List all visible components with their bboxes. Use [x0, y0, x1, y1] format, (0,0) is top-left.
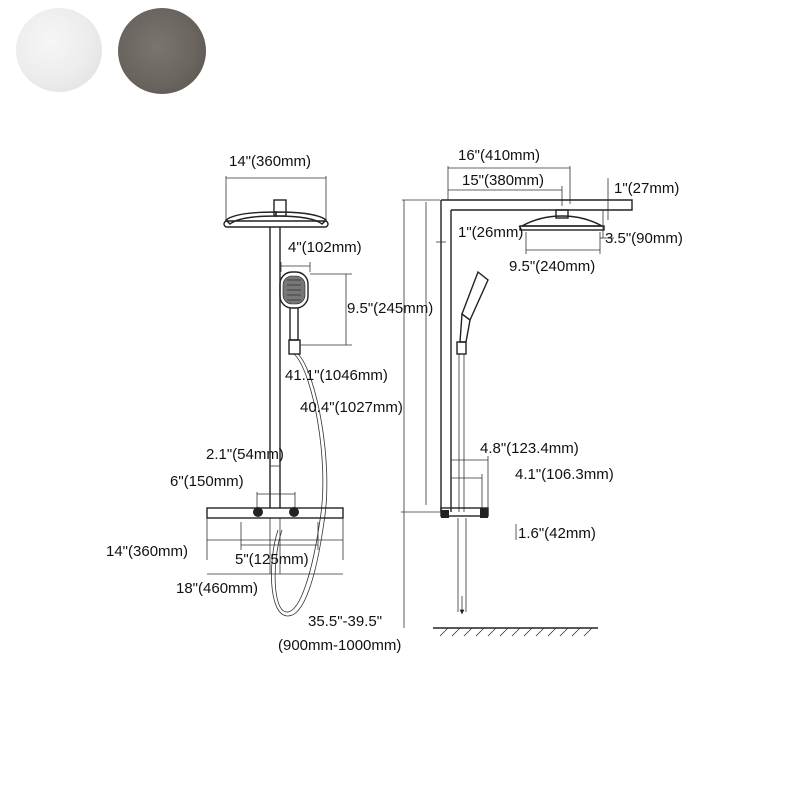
side-arm-length-label: 16"(410mm): [458, 147, 540, 164]
side-valve-depth-label: 4.1"(106.3mm): [515, 466, 614, 483]
side-hand-shower: [456, 270, 489, 512]
front-valve-spacing-label: 6"(150mm): [170, 473, 244, 490]
side-shelf-depth-label: 4.8"(123.4mm): [480, 440, 579, 457]
thermostatic-shelf: [206, 507, 344, 519]
hand-shower: [279, 271, 309, 355]
front-handset-height-label: 9.5"(245mm): [347, 300, 433, 317]
side-outlet-offset-label: 1.6"(42mm): [518, 525, 596, 542]
front-handset-width-label: 4"(102mm): [288, 239, 362, 256]
front-head-width-label: 14"(360mm): [229, 153, 311, 170]
side-arm-thickness-label: 1"(26mm): [458, 224, 523, 241]
front-pipe-height-label: 40.4"(1027mm): [300, 399, 403, 416]
front-height-to-head-label: 41.1"(1046mm): [285, 367, 388, 384]
side-install-height-label: 35.5"-39.5": [308, 613, 382, 630]
side-head-diameter-label: 9.5"(240mm): [509, 258, 595, 275]
side-thermostatic-shelf: [440, 507, 489, 518]
shower-column: [269, 227, 281, 508]
finish-swatches: [0, 0, 800, 100]
side-shower-column: [440, 199, 633, 512]
side-arm-to-head-label: 15"(380mm): [462, 172, 544, 189]
side-install-height-mm-label: (900mm-1000mm): [278, 637, 401, 654]
front-valve-diameter-label: 2.1"(54mm): [206, 446, 284, 463]
floor-line: [433, 627, 598, 637]
front-overall-width-label: 18"(460mm): [176, 580, 258, 597]
rain-shower-head: [223, 199, 329, 228]
side-view: 16"(410mm) 15"(380mm) 1"(27mm) 1"(26mm): [278, 147, 683, 654]
white-finish-swatch[interactable]: [16, 8, 102, 92]
gunmetal-finish-swatch[interactable]: [118, 8, 206, 94]
front-shelf-width-label: 14"(360mm): [106, 543, 188, 560]
front-view: 14"(360mm) 4"(102mm): [106, 153, 433, 617]
front-inlet-spacing-label: 5"(125mm): [235, 551, 309, 568]
side-head-thickness-label: 1"(27mm): [614, 180, 679, 197]
side-head-drop-label: 3.5"(90mm): [605, 230, 683, 247]
